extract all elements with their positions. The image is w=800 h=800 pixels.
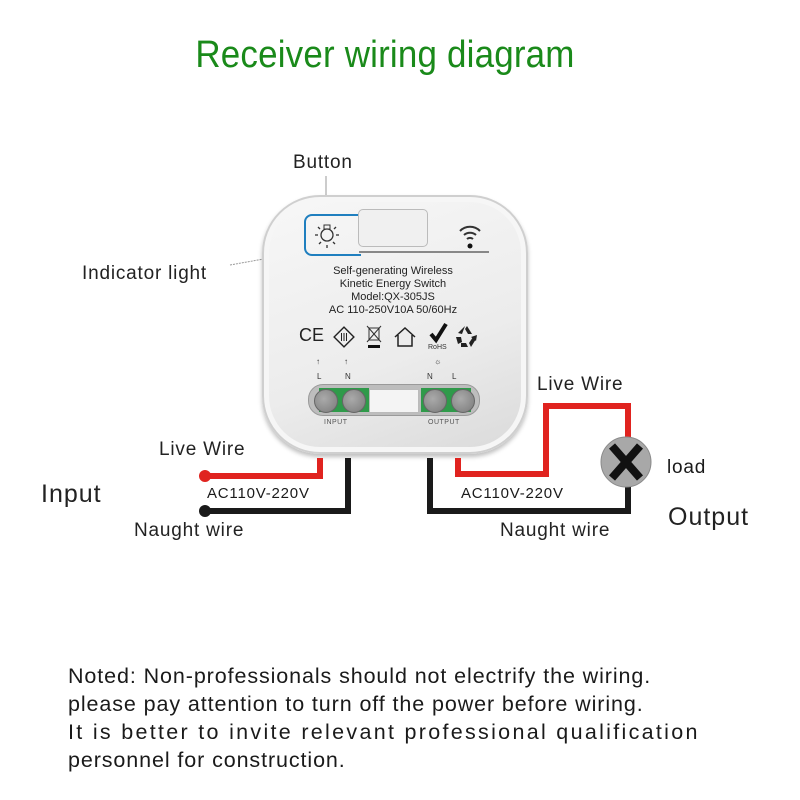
bulb-icon: [315, 224, 339, 248]
output-live-wire-label: Live Wire: [537, 374, 624, 395]
input-terminal-n-label: N: [345, 372, 351, 381]
output-neutral-wire: [427, 458, 631, 514]
input-live-terminal-dot: [199, 470, 211, 482]
input-neutral-terminal-dot: [199, 505, 211, 517]
output-terminal-n-label: N: [427, 372, 433, 381]
output-heading: Output: [668, 503, 750, 531]
input-l-arrow: ↑: [316, 357, 320, 366]
load-lamp-icon: [600, 436, 652, 488]
receiver-device: Self-generating Wireless Kinetic Energy …: [262, 195, 528, 454]
output-n-screw[interactable]: [423, 389, 447, 413]
input-l-screw[interactable]: [314, 389, 338, 413]
rohs-check-icon: RoHS: [428, 322, 448, 351]
output-live-wire: [455, 403, 631, 477]
terminal-block: [308, 384, 480, 416]
input-heading: Input: [41, 480, 102, 508]
output-bulb-icon: ☼: [434, 357, 442, 366]
device-button[interactable]: [358, 209, 428, 247]
output-terminal-l-label: L: [452, 372, 457, 381]
load-label: load: [667, 457, 707, 478]
output-voltage-label: AC110V-220V: [461, 485, 564, 502]
device-rating: AC 110-250V10A 50/60Hz: [328, 304, 458, 316]
indicator-light-callout-label: Indicator light: [82, 263, 208, 284]
terminal-bridge: [369, 389, 419, 413]
indicator-light-frame: [304, 214, 361, 256]
input-live-wire-label: Live Wire: [159, 439, 246, 460]
button-callout-label: Button: [293, 152, 353, 173]
input-terminal-l-label: L: [317, 372, 322, 381]
device-label-line-1: Self-generating Wireless: [333, 265, 453, 277]
output-terminal-group-label: OUTPUT: [428, 419, 460, 426]
note-line-4: personnel for construction.: [68, 748, 346, 772]
note-line-3: It is better to invite relevant professi…: [68, 720, 700, 744]
input-live-wire: [205, 458, 323, 479]
recycle-icon: [456, 326, 477, 347]
input-n-screw[interactable]: [342, 389, 366, 413]
rohs-label: RoHS: [428, 344, 447, 351]
output-neutral-wire-label: Naught wire: [500, 520, 611, 541]
weee-bin-icon: [366, 325, 382, 348]
button-underline: [359, 251, 489, 253]
indoor-house-icon: [394, 326, 416, 347]
note-line-1: Noted: Non-professionals should not elec…: [68, 664, 652, 688]
input-neutral-wire-label: Naught wire: [134, 520, 245, 541]
input-neutral-wire: [205, 458, 351, 514]
input-voltage-label: AC110V-220V: [207, 485, 310, 502]
device-label-line-2: Kinetic Energy Switch: [339, 278, 447, 290]
input-n-arrow: ↑: [344, 357, 348, 366]
device-model: Model:QX-305JS: [351, 291, 435, 303]
wireless-signal-icon: [459, 225, 481, 249]
input-terminal-group-label: INPUT: [324, 419, 348, 426]
ce-mark-icon: CE: [299, 325, 325, 345]
page-title: Receiver wiring diagram: [195, 34, 575, 76]
note-line-2: please pay attention to turn off the pow…: [68, 692, 644, 716]
class-ii-icon: [333, 326, 355, 348]
output-l-screw[interactable]: [451, 389, 475, 413]
